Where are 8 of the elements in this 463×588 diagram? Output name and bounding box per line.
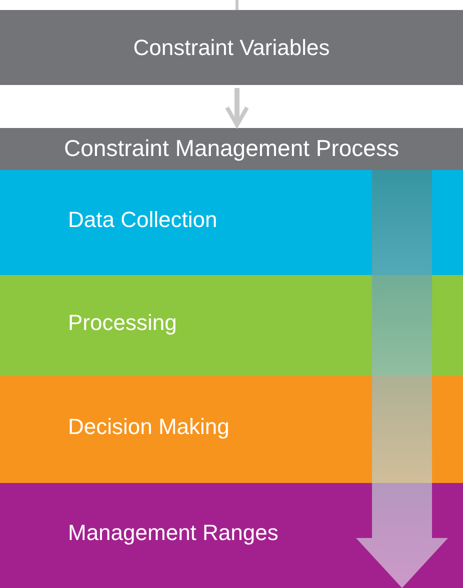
header-bar [0,10,463,85]
stage-label: Management Ranges [68,520,278,546]
stage-label: Constraint Variables [133,34,330,61]
arrow [225,88,249,127]
panel-heading: Constraint Management Process [64,135,399,163]
stage-label: Decision Making [68,414,230,440]
stage-label: Processing [68,310,177,336]
stage-label: Data Collection [68,206,218,234]
